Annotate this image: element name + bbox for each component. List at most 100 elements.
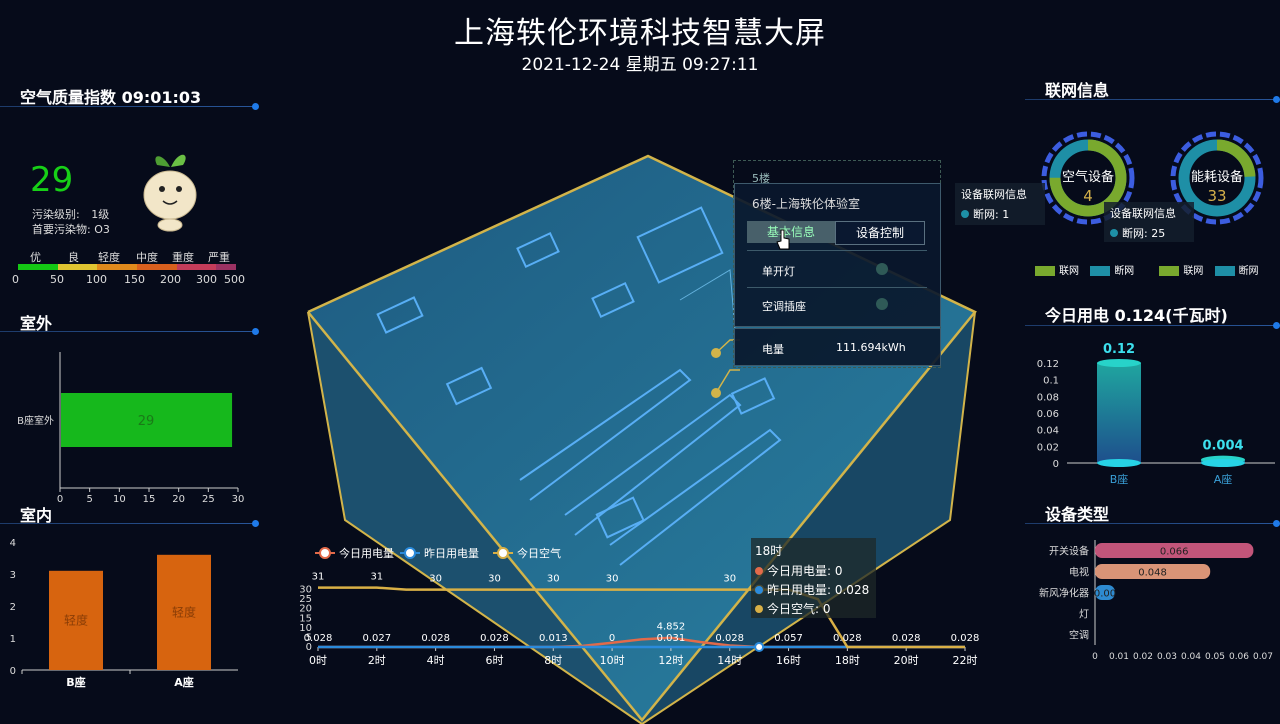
energy-device-title: 能耗设备: [1190, 170, 1243, 185]
x-tick-label: 10: [113, 494, 126, 505]
legend-label[interactable]: 昨日用电量: [424, 547, 479, 560]
y-tick-label: 15: [299, 613, 312, 624]
sensor-marker-2[interactable]: [711, 388, 721, 398]
series-line: [318, 636, 965, 649]
data-label: 30: [488, 574, 501, 585]
scale-segment: [97, 264, 137, 270]
data-label: 0.028: [892, 633, 921, 644]
energy-device-tooltip: 设备联网信息 断网: 25: [1104, 202, 1194, 242]
y-tick-label: 0.04: [1037, 426, 1059, 437]
legend-online[interactable]: 联网: [1183, 266, 1204, 277]
tooltip-title: 设备联网信息: [961, 188, 1027, 201]
legend-offline[interactable]: 断网: [1114, 266, 1135, 277]
scale-label-medium: 中度: [136, 251, 158, 264]
donut-outer-ring: [1041, 131, 1135, 225]
section-title-air-quality: 空气质量指数 09:01:03: [20, 88, 202, 107]
trend-tooltip-time: 18时: [755, 544, 783, 558]
peak-data-label: 4.852: [657, 622, 686, 633]
section-dot: [252, 520, 259, 527]
tab-basic-info[interactable]: 基本信息: [747, 221, 835, 243]
bar-level-label: 轻度: [64, 612, 88, 627]
scale-segment: [136, 264, 177, 270]
y-category-label: 灯: [1079, 609, 1089, 621]
energy-device-value: 33: [1207, 187, 1227, 205]
energy-device-donut[interactable]: [1169, 130, 1265, 226]
sensor-marker-1[interactable]: [711, 348, 721, 358]
legend-label[interactable]: 今日空气: [517, 546, 561, 560]
data-label: 30: [723, 574, 736, 585]
legend-offline[interactable]: 断网: [1238, 266, 1259, 277]
legend-online[interactable]: 联网: [1059, 266, 1079, 277]
section-dot: [1273, 322, 1280, 329]
offline-dot: [961, 210, 969, 218]
y-tick-label: 0.12: [1037, 359, 1059, 370]
network-legend: 联网 断网 联网 断网: [1035, 262, 1259, 277]
legend-swatch-online: [1035, 266, 1055, 276]
scale-tick: 100: [86, 273, 107, 286]
scale-label-moderate: 良: [68, 251, 79, 264]
data-label: 31: [312, 572, 325, 583]
y-tick-label: 0: [1053, 459, 1059, 470]
page-title: 上海轶伦环境科技智慧大屏: [454, 16, 826, 51]
legend-label[interactable]: 今日用电量: [339, 546, 394, 560]
bar: [61, 393, 233, 447]
y-tick-label: 5: [306, 632, 312, 643]
x-tick-label: 0: [1092, 652, 1098, 662]
device-ac-socket-toggle[interactable]: [876, 298, 888, 310]
data-label: 0.027: [362, 633, 391, 644]
section-title-device-type: 设备类型: [1045, 505, 1110, 524]
trend-tooltip-line2: 昨日用电量: 0.028: [767, 583, 870, 597]
bar-value-label: 0.048: [1138, 568, 1167, 579]
floor-prev-label[interactable]: 5楼: [752, 172, 770, 185]
section-dot: [1273, 520, 1280, 527]
x-tick-label: 5: [86, 494, 92, 505]
section-title-indoor: 室内: [20, 506, 53, 525]
x-tick-label: 0.02: [1133, 652, 1153, 662]
scale-label-good: 优: [30, 251, 41, 264]
data-label: 0.028: [480, 633, 509, 644]
x-category-label: A座: [174, 675, 194, 689]
bar: [1095, 564, 1211, 579]
device-light-toggle[interactable]: [876, 263, 888, 275]
cylinder-top: [1097, 359, 1141, 367]
cylinder-base: [1097, 459, 1141, 467]
section-title-outdoor: 室外: [20, 314, 53, 333]
tab-device-control[interactable]: 设备控制: [835, 221, 925, 245]
x-tick-label: 0: [57, 494, 63, 505]
section-divider: [0, 331, 255, 332]
hover-marker: [754, 641, 765, 652]
desk-rows: [376, 206, 782, 566]
y-tick-label: 30: [299, 585, 312, 596]
x-tick-label: 22时: [953, 654, 978, 667]
x-tick-label: 6时: [485, 654, 503, 667]
y-tick-label: 0.1: [1043, 376, 1059, 387]
x-tick-label: 12时: [658, 654, 683, 667]
air-device-donut[interactable]: [1040, 130, 1136, 226]
section-divider: [0, 523, 255, 524]
y-tick-label: 4: [10, 538, 16, 549]
y-tick-label: 0.06: [1037, 409, 1059, 420]
section-dot: [1273, 96, 1280, 103]
scale-segment: [57, 264, 98, 270]
y-tick-label: 2: [10, 602, 16, 613]
x-tick-label: 25: [202, 494, 215, 505]
x-tick-label: 0.01: [1109, 652, 1129, 662]
data-label: 30: [606, 574, 619, 585]
data-label: 0.028: [304, 633, 333, 644]
legend-swatch-offline: [1090, 266, 1111, 276]
scale-segment: [216, 264, 237, 270]
data-label: 0.031: [657, 633, 686, 644]
legend-marker: [319, 547, 331, 559]
air-device-value: 4: [1083, 187, 1093, 205]
x-tick-label: 0.05: [1205, 652, 1225, 662]
tooltip-title: 设备联网信息: [1110, 207, 1176, 220]
donut-outer-ring: [1170, 131, 1264, 225]
scale-tick: 0: [12, 273, 19, 286]
x-tick-label: 0.03: [1157, 652, 1177, 662]
mascot-icon: [143, 154, 197, 232]
